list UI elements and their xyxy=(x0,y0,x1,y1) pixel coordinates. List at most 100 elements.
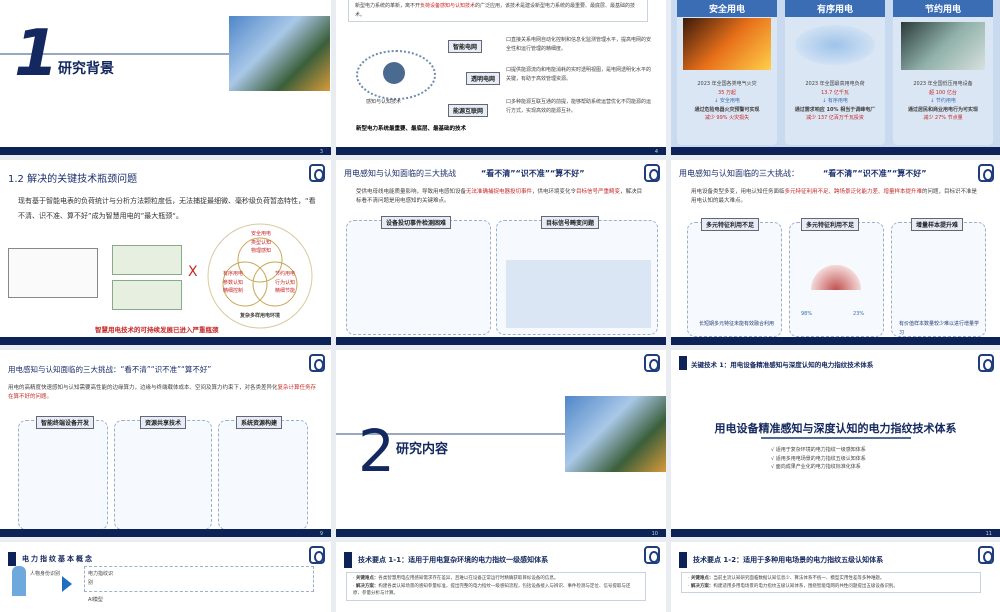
percent-value: 23% xyxy=(853,311,865,317)
fire-photo xyxy=(683,18,771,70)
stat: 2023 年全国各类电气火灾 xyxy=(697,81,757,87)
column-title: 节约用电 xyxy=(893,0,993,17)
slide-thumbnail-9[interactable]: 用电感知与认知面临的三大挑战：“看不清”“识不准”“算不好” 用电的高精度快速感… xyxy=(0,350,331,537)
intro-part: 新型电力系统的革新，离不开 xyxy=(355,3,421,9)
body-text: 用电设备类型多变，用电认知任务面临多元特征利用不足、跨场景泛化能力差、增量样本提… xyxy=(691,189,978,205)
cross-mark: X xyxy=(188,264,198,280)
intro-part: 的广泛应用，该技术是建设新型电力系统的最重要、最底层、最基础的技术。 xyxy=(355,3,636,18)
slide-thumbnail-14[interactable]: 技术要点 1-2：适用于多种用电场景的电力指纹五级认知体系 · 关键难点：当前主… xyxy=(671,542,1000,612)
result: 减少 137 亿百万千瓦投资 xyxy=(806,115,864,121)
panel xyxy=(18,420,108,530)
slide-thumbnail-4[interactable]: 新型电力系统的革新，离不开负荷设备感知与认知技术的广泛应用，该技术是建设新型电力… xyxy=(336,0,666,155)
column-orderly: 有序用电 2023 年全国最高用电负荷 13.7 亿千瓦 ↓ 有序用电 通过需求… xyxy=(785,0,885,145)
page-number: 9 xyxy=(319,531,323,537)
key-points: · 关键难点：当前主流认知研究面临数据认知信息少、算法体系不统一、模型实用性差等… xyxy=(681,572,981,594)
page-number: 11 xyxy=(985,531,992,537)
means: 通过居民和商业用电行为可实现 xyxy=(907,106,978,113)
header-marker xyxy=(679,552,687,568)
arrow-label: ↓ 节约用电 xyxy=(930,98,956,104)
section-number: 2 xyxy=(358,417,395,485)
header-marker xyxy=(679,356,687,370)
panel-title: 多元特征利用不足 xyxy=(801,218,860,231)
house-icon xyxy=(8,248,98,298)
logo xyxy=(309,164,325,182)
slide-title: 用电感知与认知面临的三大挑战：“看不清”“识不准”“算不好” xyxy=(8,365,212,374)
slide-thumbnail-7[interactable]: 用电感知与认知面临的三大挑战 “看不清”“识不准”“算不好” 受供电母线电能质量… xyxy=(336,160,666,345)
header-marker xyxy=(8,552,16,566)
section-number: 1 xyxy=(14,17,59,91)
slide-thumbnail-6[interactable]: 1.2 解决的关键技术瓶颈问题 现有基于智能电表的负荷统计与分析方法颗粒度低，无… xyxy=(0,160,331,345)
env-circle xyxy=(207,223,313,329)
body-text: 用电的高精度快速感知与认知需要高性能的边缘算力，边缘与终端载体成本、空间及算力约… xyxy=(8,385,317,401)
slide-thumbnail-3[interactable]: 1 研究背景 3 xyxy=(0,0,331,155)
person-icon xyxy=(12,566,26,596)
result: 减少 27% 节点量 xyxy=(923,115,963,121)
footer-bar xyxy=(671,337,1000,345)
arrow-text: 有序用电 xyxy=(827,98,848,104)
home-photo xyxy=(901,22,985,70)
arrow-text: 安全用电 xyxy=(719,98,740,104)
power-grid-photo xyxy=(565,396,666,472)
panel-title: 系统资源构建 xyxy=(236,416,283,429)
footer-bar: 3 xyxy=(0,147,331,155)
intro-highlight: 负荷设备感知与认知技术 xyxy=(420,3,476,9)
header-marker xyxy=(344,552,352,568)
venn-label-orderly: 有序用电参数认知精细控制 xyxy=(223,271,244,294)
grid-illustration xyxy=(795,25,875,65)
section-title: 研究背景 xyxy=(58,61,114,77)
slide-header: 关键技术 1：用电设备精准感知与深度认知的电力指纹技术体系 xyxy=(691,361,874,369)
logo xyxy=(309,354,325,372)
waveform-area xyxy=(506,260,651,328)
bullet-text: 口多种能源互联互通的前提，能够帮助系统运营优化不同能源的运行方式，实现高效的能源… xyxy=(506,99,652,114)
list-item: √ 适用于复杂环境的电力指纹一级感知体系 xyxy=(771,447,866,453)
list-item: √ 适用多用电场景的电力指纹五级认知体系 xyxy=(771,455,866,462)
panel-title: 资源共享技术 xyxy=(140,416,187,429)
slide-thumbnail-12[interactable]: 电力指纹基本概念 人物身份识别 电力指纹识别 AI模型 xyxy=(0,542,331,612)
venn-circle xyxy=(222,261,268,307)
slide-tagline: “看不清”“识不准”“算不好” xyxy=(481,169,585,178)
panel xyxy=(114,420,212,530)
slide-thumbnail-13[interactable]: 技术要点 1-1：适用于用电复杂环境的电力指纹一级感知体系 · 关键难点：各类智… xyxy=(336,542,666,612)
stat-value: 超 100 亿台 xyxy=(929,89,957,96)
person-label: 人物身份识别 xyxy=(30,571,61,577)
slide-title: 1.2 解决的关键技术瓶颈问题 xyxy=(8,174,138,185)
label-transparent-grid: 透明电网 xyxy=(466,72,501,85)
slide-thumbnail-5[interactable]: 安全用电 2023 年全国各类电气火灾 35 万起 ↓ 安全用电 通过危险电器火… xyxy=(671,0,1000,155)
device-row xyxy=(84,566,314,592)
caption: 有价值样本数量较少难以进行增量学习 xyxy=(899,321,980,336)
logo xyxy=(309,546,325,564)
panel-title: 设备投切事件检测困难 xyxy=(381,216,452,229)
footer-bar xyxy=(336,337,666,345)
panel-title: 多元特征利用不足 xyxy=(701,218,760,231)
stat: 2023 年全国最高用电负荷 xyxy=(805,81,865,87)
slide-thumbnail-11[interactable]: 关键技术 1：用电设备精准感知与深度认知的电力指纹技术体系 用电设备精准感知与深… xyxy=(671,350,1000,537)
footer-bar xyxy=(671,147,1000,155)
label-energy-internet: 能源互联网 xyxy=(448,104,489,117)
logo xyxy=(644,164,660,182)
list-item: √ 面向成果产业化的电力指纹标准化体系 xyxy=(771,464,861,470)
footer-bar: 11 xyxy=(671,529,1000,537)
bottom-label: 新型电力系统最重要、最底层、最基础的技术 xyxy=(356,126,467,132)
slide-title: 电力指纹基本概念 xyxy=(22,555,94,563)
column-title: 安全用电 xyxy=(677,0,777,17)
bullet-text: 口提供能源流向和电能消耗的实时透明视图，是电网透明化水平的关键，有助于高效管理资… xyxy=(506,67,652,82)
divider xyxy=(0,53,230,55)
slide-thumbnail-10[interactable]: 2 研究内容 10 xyxy=(336,350,666,537)
panel-title: 增量样本提升难 xyxy=(911,218,964,231)
slide-thumbnail-8[interactable]: 用电感知与认知面临的三大挑战： “看不清”“识不准”“算不好” 用电设备类型多变… xyxy=(671,160,1000,345)
means: 通过危险电器火灾预警可实现 xyxy=(694,106,760,113)
body-text: 现有基于智能电表的负荷统计与分析方法颗粒度低，无法捕捉最细微、毫秒级负荷暂态特性… xyxy=(18,197,316,221)
panel-title: 智能终端设备开发 xyxy=(36,416,95,429)
center-label: 感知与认知技术 xyxy=(366,99,402,105)
network-icon xyxy=(356,50,436,100)
divider xyxy=(336,433,566,435)
intro-text: 新型电力系统的革新，离不开负荷设备感知与认知技术的广泛应用，该技术是建设新型电力… xyxy=(348,0,648,22)
logo xyxy=(644,546,660,564)
arrow-label: ↓ 有序用电 xyxy=(822,98,848,104)
bullet-list: √ 适用于复杂环境的电力指纹一级感知体系 √ 适用多用电场景的电力指纹五级认知体… xyxy=(771,446,866,472)
venn-diagram xyxy=(207,223,313,329)
slide-title: 用电感知与认知面临的三大挑战 xyxy=(344,169,456,178)
stat-value: 13.7 亿千瓦 xyxy=(821,89,849,96)
power-label: 电力指纹识别 xyxy=(88,571,114,586)
footer-bar: 9 xyxy=(0,529,331,537)
